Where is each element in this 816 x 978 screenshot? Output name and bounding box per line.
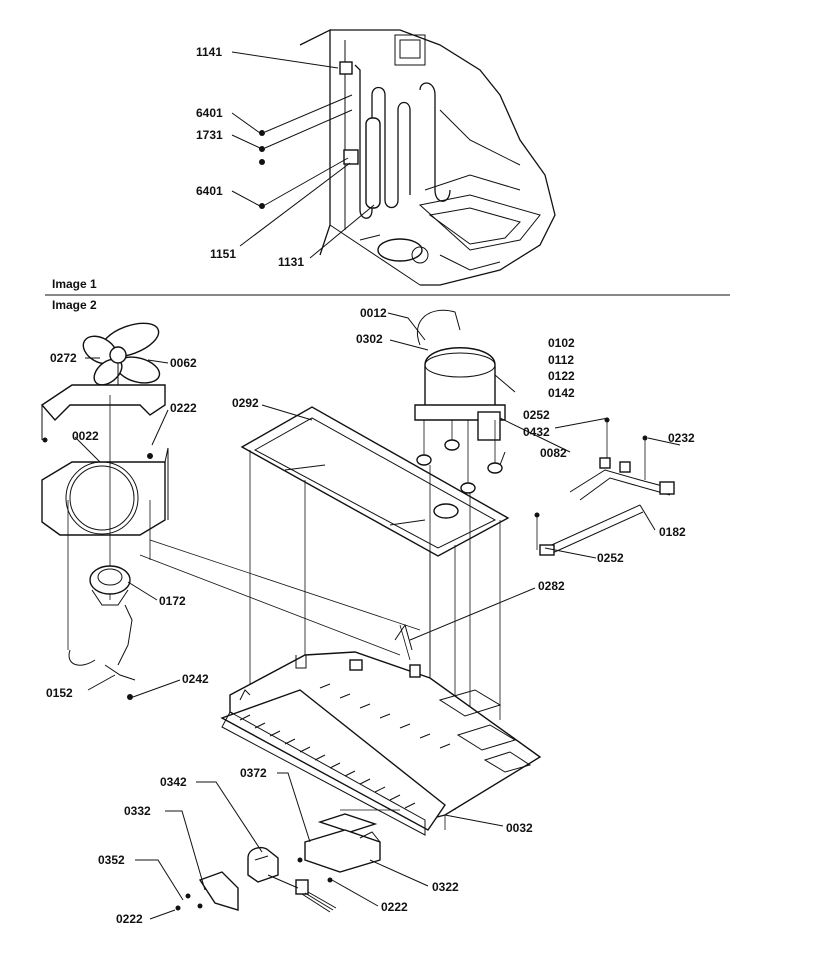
- label-0182: 0182: [659, 525, 686, 539]
- label-0172: 0172: [159, 594, 186, 608]
- label-6401-bottom: 6401: [196, 184, 223, 198]
- label-1151: 1151: [210, 247, 236, 261]
- wiring-harness-part: [569, 417, 675, 501]
- mounting-plate-part: [198, 871, 239, 911]
- lower-harness-part: [534, 504, 644, 556]
- label-0252-bottom: 0252: [597, 551, 624, 565]
- label-0292: 0292: [232, 396, 259, 410]
- label-0022: 0022: [72, 429, 99, 443]
- label-0242: 0242: [182, 672, 209, 686]
- label-1731: 1731: [196, 128, 223, 142]
- drain-pan-cover-part: [240, 406, 510, 557]
- tube-coupling: [339, 61, 353, 75]
- thermostat-part: [247, 846, 337, 913]
- label-0352: 0352: [98, 853, 125, 867]
- label-0142: 0142: [548, 386, 575, 400]
- label-0082: 0082: [540, 446, 567, 460]
- label-0112: 0112: [548, 353, 574, 367]
- label-1141: 1141: [196, 45, 222, 59]
- image2-drawing: [40, 309, 681, 920]
- compressor-part: [414, 309, 516, 441]
- label-0252-top: 0252: [523, 408, 550, 422]
- label-0152: 0152: [46, 686, 73, 700]
- label-0222-fan: 0222: [170, 401, 197, 415]
- drier-bracket: [343, 149, 359, 165]
- label-0272: 0272: [50, 351, 77, 365]
- label-0102: 0102: [548, 336, 575, 350]
- relay-part: [477, 411, 501, 441]
- label-0372: 0372: [240, 766, 267, 780]
- label-0302: 0302: [356, 332, 383, 346]
- label-1131: 1131: [278, 255, 304, 269]
- evaporator-base-part: [220, 651, 542, 836]
- label-0122: 0122: [548, 369, 575, 383]
- label-0282: 0282: [538, 579, 565, 593]
- label-0222-damper: 0222: [381, 900, 408, 914]
- label-0062: 0062: [170, 356, 197, 370]
- section-title-image1: Image 1: [52, 277, 97, 291]
- label-0222-heater: 0222: [116, 912, 143, 926]
- label-0012: 0012: [360, 306, 387, 320]
- label-0432: 0432: [523, 425, 550, 439]
- section-title-image2: Image 2: [52, 298, 97, 312]
- label-0032: 0032: [506, 821, 533, 835]
- label-0332: 0332: [124, 804, 151, 818]
- label-0232: 0232: [668, 431, 695, 445]
- fan-blade-part: [82, 322, 161, 386]
- fan-motor-part: [89, 565, 131, 595]
- damper-assembly-part: [297, 813, 381, 883]
- label-6401-top: 6401: [196, 106, 223, 120]
- drier-part: [365, 117, 381, 209]
- label-0322: 0322: [432, 880, 459, 894]
- label-0342: 0342: [160, 775, 187, 789]
- image1-drawing: [231, 28, 556, 286]
